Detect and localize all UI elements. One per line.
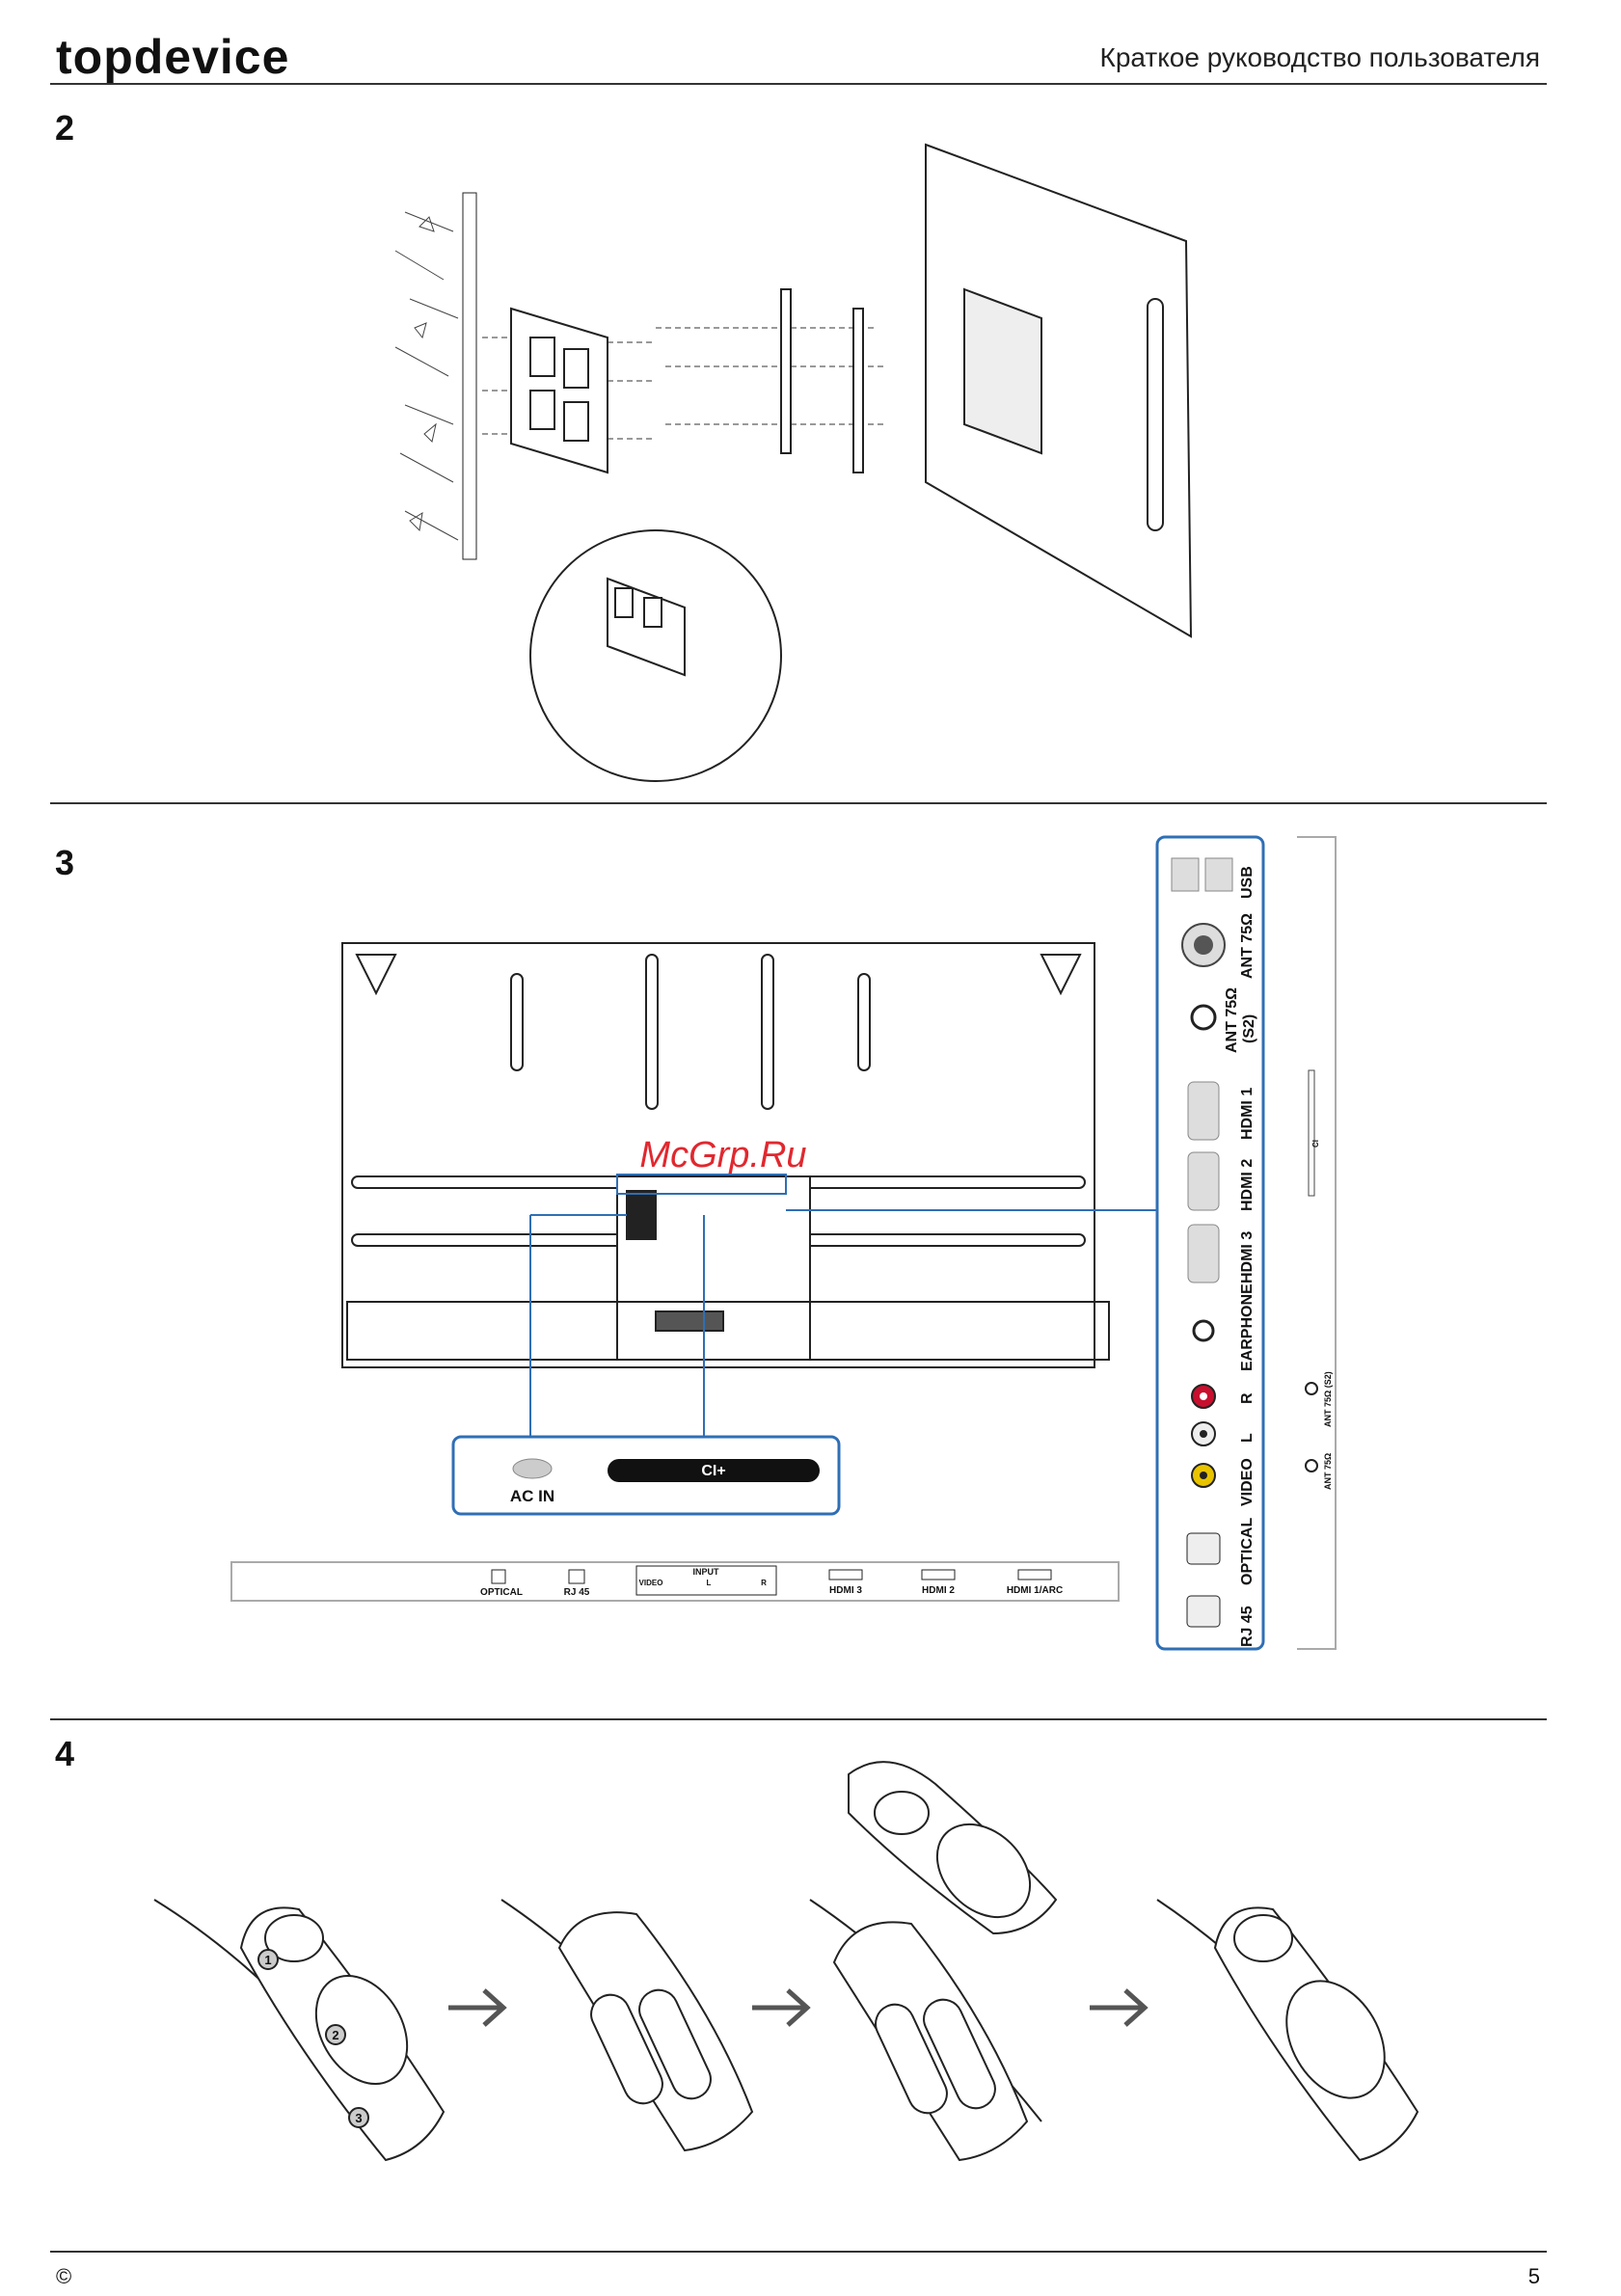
side-s2: (S2): [1241, 1014, 1257, 1043]
section-divider-2: [50, 802, 1547, 804]
wall: [395, 193, 476, 559]
port-rj45: RJ 45: [564, 1587, 590, 1598]
side-connector-panel: USB ANT 75Ω ANT 75Ω (S2) HDMI 1 HDMI 2 H…: [1157, 837, 1263, 1649]
input-l: L: [707, 1579, 712, 1587]
header-divider: [50, 83, 1547, 85]
side-video: VIDEO: [1239, 1458, 1256, 1506]
step-1-badge: 1: [264, 1953, 271, 1967]
remote-step-4: [1157, 1900, 1418, 2160]
side-ant75-small: ANT 75Ω: [1323, 1453, 1333, 1490]
copyright-symbol: ©: [56, 2264, 71, 2289]
input-r: R: [761, 1579, 767, 1587]
brand-logo: topdevice: [56, 29, 289, 85]
section-number-3: 3: [55, 843, 74, 883]
arrow-icon: [752, 1990, 807, 2025]
remote-step-3: [810, 1762, 1056, 2160]
callout-box: AC IN CI+: [453, 1437, 839, 1514]
input-video: VIDEO: [639, 1579, 663, 1587]
side-hdmi2: HDMI 2: [1239, 1159, 1256, 1211]
section-divider-3: [50, 1718, 1547, 1720]
port-optical: OPTICAL: [480, 1587, 523, 1598]
side-hdmi1: HDMI 1: [1239, 1088, 1256, 1140]
side-optical: OPTICAL: [1239, 1518, 1256, 1585]
wall-bracket: [511, 309, 608, 473]
tv-connections-diagram: McGrp.Ru AC IN CI+ OPTICAL RJ 45 INPUT V…: [222, 829, 1360, 1659]
side-rj45: RJ 45: [1239, 1606, 1256, 1647]
port-hdmi1-arc: HDMI 1/ARC: [1007, 1585, 1063, 1596]
arrow-icon: [448, 1990, 503, 2025]
step-3-badge: 3: [355, 2111, 362, 2125]
side-ant75-s2-small: ANT 75Ω (S2): [1323, 1371, 1333, 1427]
page-number: 5: [1528, 2264, 1540, 2289]
side-r: R: [1239, 1392, 1256, 1404]
side-l: L: [1239, 1433, 1256, 1443]
side-profile: CI ANT 75Ω (S2) ANT 75Ω: [1297, 837, 1336, 1649]
side-hdmi3: HDMI 3: [1239, 1231, 1256, 1283]
zoom-detail: [530, 530, 781, 781]
side-usb: USB: [1239, 866, 1256, 899]
input-title: INPUT: [693, 1567, 720, 1577]
footer-divider: [50, 2251, 1547, 2253]
page-title: Краткое руководство пользователя: [1100, 42, 1540, 73]
section-number-2: 2: [55, 108, 74, 149]
remote-step-1: 1 2 3: [154, 1900, 444, 2160]
arrow-icon: [1090, 1990, 1145, 2025]
mount-rails: [781, 289, 863, 473]
step-2-badge: 2: [332, 2028, 338, 2042]
side-ant75-s2: ANT 75Ω: [1224, 987, 1240, 1053]
wall-mount-illustration: [366, 135, 1215, 791]
section-number-4: 4: [55, 1734, 74, 1774]
tv-back: [926, 145, 1191, 636]
side-ci-small: CI: [1311, 1140, 1320, 1148]
battery-install-illustration: 1 2 3: [135, 1755, 1504, 2247]
remote-step-2: [501, 1900, 752, 2150]
ci-plus-label: CI+: [701, 1463, 725, 1479]
side-earphone: EARPHONE: [1239, 1283, 1256, 1371]
watermark: McGrp.Ru: [639, 1135, 806, 1175]
port-hdmi2: HDMI 2: [922, 1585, 955, 1596]
bottom-connector-strip: OPTICAL RJ 45 INPUT VIDEO L R HDMI 3 HDM…: [231, 1562, 1119, 1601]
side-ant75: ANT 75Ω: [1239, 913, 1256, 979]
ac-in-label: AC IN: [510, 1487, 554, 1505]
port-hdmi3: HDMI 3: [829, 1585, 862, 1596]
